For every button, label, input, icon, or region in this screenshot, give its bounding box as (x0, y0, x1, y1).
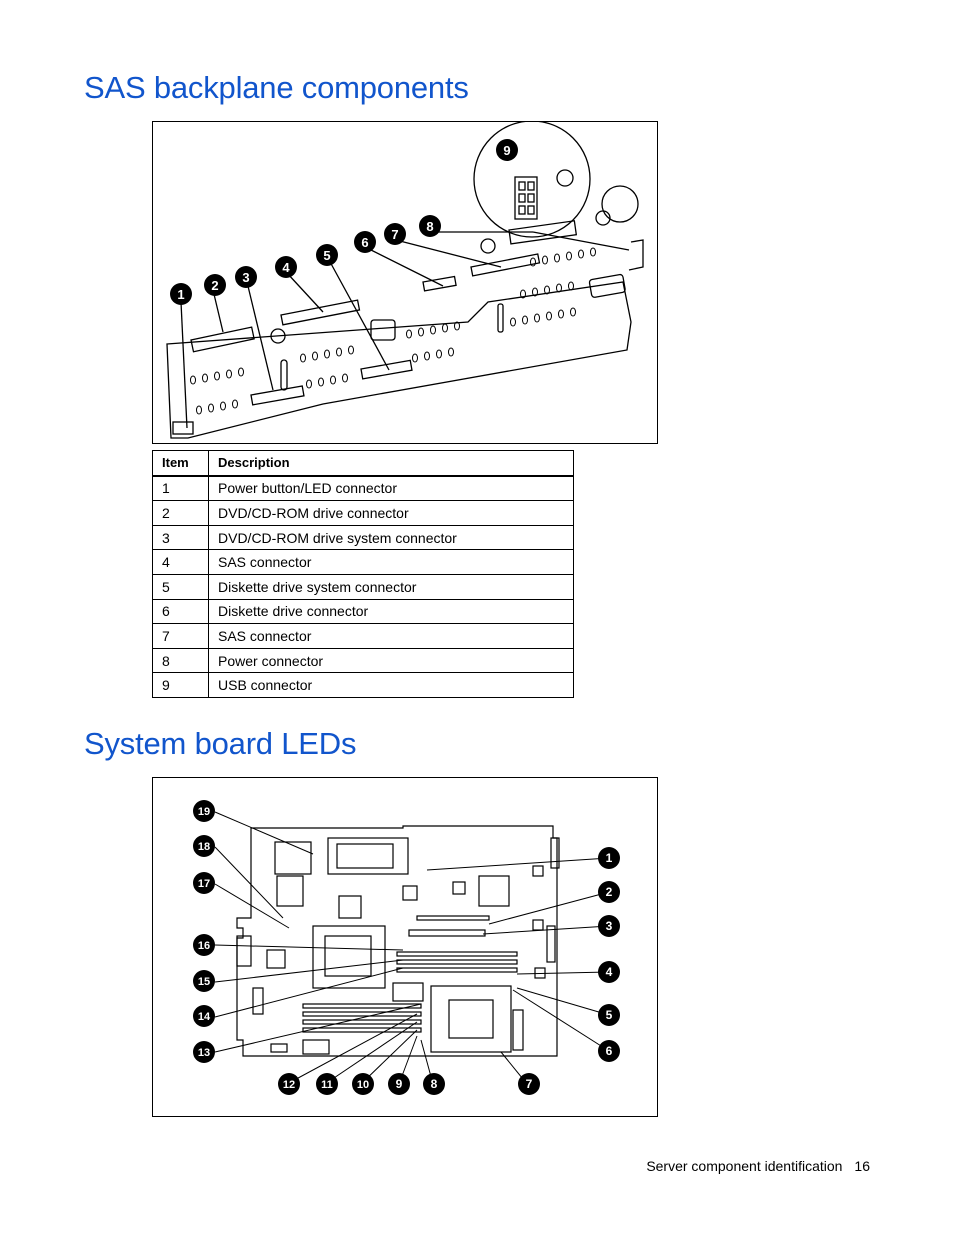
sas-backplane-illustration: 1 2 3 4 5 6 7 8 9 (166, 122, 644, 439)
callout-7: 7 (384, 223, 406, 245)
svg-text:6: 6 (361, 235, 368, 250)
page-footer: Server component identification 16 (634, 1158, 870, 1174)
callout-4: 4 (275, 256, 297, 278)
item-number: 8 (152, 647, 209, 674)
svg-text:4: 4 (282, 260, 290, 275)
svg-text:9: 9 (396, 1077, 403, 1091)
svg-text:1: 1 (177, 287, 184, 302)
item-number: 6 (152, 598, 209, 625)
callout-1: 1 (598, 847, 620, 869)
callout-10: 10 (352, 1073, 374, 1095)
callout-17: 17 (193, 872, 215, 894)
svg-text:9: 9 (503, 143, 510, 158)
callout-12: 12 (278, 1073, 300, 1095)
table-header-row: Item Description (152, 449, 574, 477)
svg-text:4: 4 (606, 965, 613, 979)
callout-5: 5 (598, 1004, 620, 1026)
item-description: USB connector (208, 672, 574, 698)
svg-text:15: 15 (198, 976, 210, 988)
callout-7: 7 (518, 1073, 540, 1095)
callout-3: 3 (598, 915, 620, 937)
page-number: 16 (854, 1158, 870, 1174)
section-title-sas-backplane: SAS backplane components (84, 70, 469, 105)
callout-3: 3 (235, 266, 257, 288)
svg-text:7: 7 (526, 1077, 533, 1091)
callout-2: 2 (598, 881, 620, 903)
svg-text:5: 5 (323, 248, 330, 263)
sas-backplane-figure: 1 2 3 4 5 6 7 8 9 (152, 121, 658, 444)
svg-text:5: 5 (606, 1008, 613, 1022)
svg-text:3: 3 (606, 919, 613, 933)
svg-text:3: 3 (242, 270, 249, 285)
svg-text:2: 2 (606, 885, 613, 899)
svg-text:7: 7 (391, 227, 398, 242)
callout-1: 1 (170, 283, 192, 305)
item-description: SAS connector (208, 623, 574, 649)
svg-text:14: 14 (198, 1011, 211, 1023)
item-number: 3 (152, 524, 209, 551)
item-description: Diskette drive system connector (208, 573, 574, 600)
svg-text:10: 10 (357, 1079, 369, 1091)
svg-text:11: 11 (321, 1079, 333, 1091)
header-description: Description (208, 449, 574, 477)
svg-text:8: 8 (431, 1077, 438, 1091)
item-description: Diskette drive connector (208, 598, 574, 625)
callout-2: 2 (204, 274, 226, 296)
svg-text:12: 12 (283, 1079, 295, 1091)
item-number: 1 (152, 475, 209, 502)
system-board-figure: 19 18 17 16 15 14 13 12 11 10 9 8 7 1 2 … (152, 777, 658, 1117)
item-number: 2 (152, 500, 209, 526)
footer-section-name: Server component identification (646, 1158, 843, 1174)
item-number: 7 (152, 623, 209, 649)
callout-9: 9 (496, 139, 518, 161)
callout-5: 5 (316, 244, 338, 266)
callout-16: 16 (193, 934, 215, 956)
callout-14: 14 (193, 1005, 215, 1027)
item-description: Power button/LED connector (208, 475, 574, 502)
svg-text:16: 16 (198, 940, 210, 952)
callout-19: 19 (193, 800, 215, 822)
callout-15: 15 (193, 970, 215, 992)
item-description: SAS connector (208, 549, 574, 575)
svg-text:17: 17 (198, 878, 210, 890)
svg-text:19: 19 (198, 806, 210, 818)
svg-text:6: 6 (606, 1044, 613, 1058)
item-number: 9 (152, 672, 209, 698)
callout-8: 8 (423, 1073, 445, 1095)
backplane-callouts: 1 2 3 4 5 6 7 8 9 (170, 139, 518, 305)
callout-8: 8 (419, 215, 441, 237)
svg-text:18: 18 (198, 841, 210, 853)
callout-11: 11 (316, 1073, 338, 1095)
section-title-system-board-leds: System board LEDs (84, 726, 357, 761)
callout-18: 18 (193, 835, 215, 857)
callout-13: 13 (193, 1041, 215, 1063)
callout-9: 9 (388, 1073, 410, 1095)
callout-6: 6 (598, 1040, 620, 1062)
item-number: 4 (152, 549, 209, 575)
item-description: Power connector (208, 647, 574, 674)
svg-text:1: 1 (606, 851, 613, 865)
svg-text:2: 2 (211, 278, 218, 293)
svg-text:13: 13 (198, 1047, 210, 1059)
item-description: DVD/CD-ROM drive system connector (208, 524, 574, 551)
item-description: DVD/CD-ROM drive connector (208, 500, 574, 526)
svg-text:8: 8 (426, 219, 433, 234)
callout-4: 4 (598, 961, 620, 983)
board-callouts: 19 18 17 16 15 14 13 12 11 10 9 8 7 1 2 … (193, 800, 620, 1095)
header-item: Item (152, 449, 209, 477)
system-board-illustration: 19 18 17 16 15 14 13 12 11 10 9 8 7 1 2 … (193, 800, 620, 1095)
item-number: 5 (152, 573, 209, 600)
callout-6: 6 (354, 231, 376, 253)
